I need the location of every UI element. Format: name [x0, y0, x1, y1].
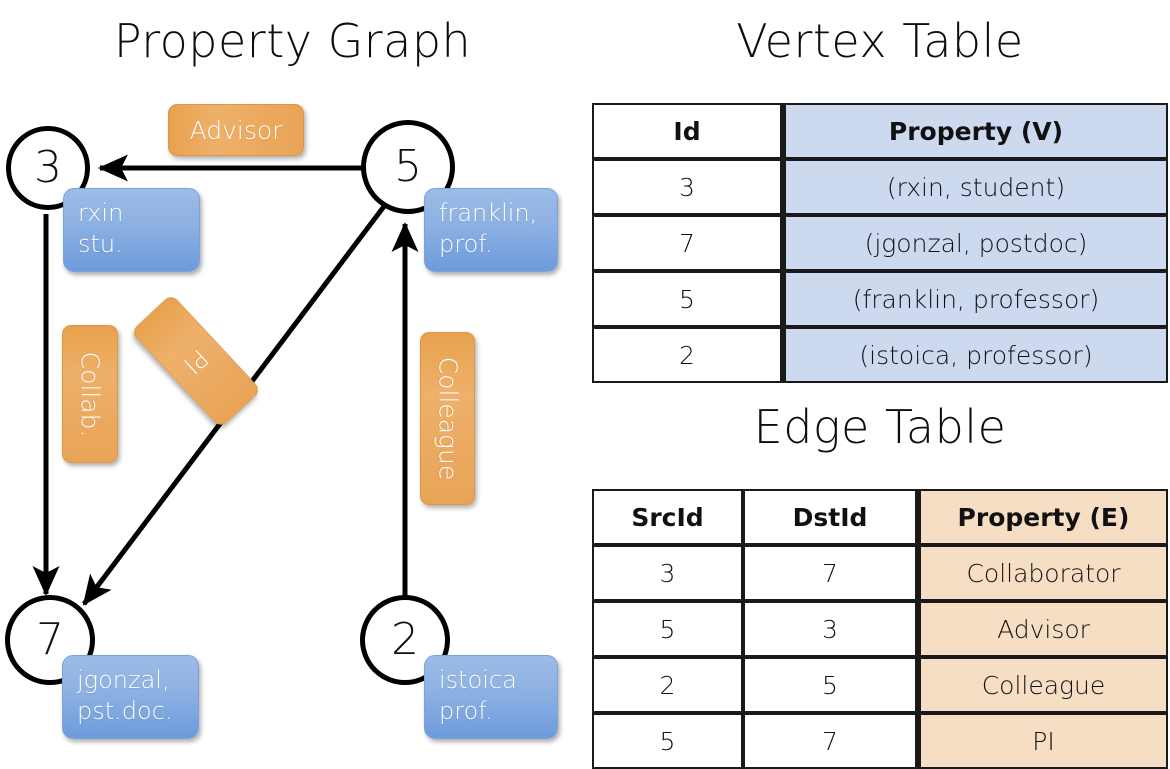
edge-row-3-dst: 7	[743, 713, 917, 769]
node-property-rxin-line1: rxin	[78, 199, 124, 227]
table-row: 2 5 Colleague	[592, 657, 1168, 713]
node-property-jgonzal-line2: pst.doc.	[77, 696, 173, 725]
edge-table-header-dstid: DstId	[743, 489, 917, 545]
table-row: 5 7 PI	[592, 713, 1168, 769]
vertex-row-3-property: (istoica, professor)	[782, 327, 1168, 383]
edge-row-2-src: 2	[592, 657, 743, 713]
node-property-box-jgonzal: jgonzal, pst.doc.	[62, 655, 199, 739]
node-property-istoica-line1: istoica	[439, 666, 517, 694]
vertex-table-header-row: Id Property (V)	[592, 103, 1168, 159]
edge-row-1-dst: 3	[743, 601, 917, 657]
vertex-row-1-property: (jgonzal, postdoc)	[782, 215, 1168, 271]
table-row: 2 (istoica, professor)	[592, 327, 1168, 383]
edge-row-0-property: Collaborator	[917, 545, 1168, 601]
property-graph-diagram: 3 5 7 2 rxin stu. franklin, prof. jgonza…	[0, 0, 585, 760]
edge-label-colleague-text: Colleague	[433, 356, 463, 481]
node-property-franklin-line1: franklin,	[439, 199, 538, 227]
edge-row-3-property: PI	[917, 713, 1168, 769]
vertex-row-2-id: 5	[592, 271, 782, 327]
edge-label-advisor-text: Advisor	[189, 115, 283, 145]
edge-label-pi-text: PI	[177, 342, 215, 380]
edge-row-2-property: Colleague	[917, 657, 1168, 713]
vertex-table-header-id: Id	[592, 103, 782, 159]
vertex-row-0-id: 3	[592, 159, 782, 215]
node-property-box-franklin: franklin, prof.	[424, 188, 558, 272]
table-row: 7 (jgonzal, postdoc)	[592, 215, 1168, 271]
vertex-table-header-property: Property (V)	[782, 103, 1168, 159]
graph-node-7-label: 7	[36, 614, 64, 665]
table-row: 3 (rxin, student)	[592, 159, 1168, 215]
node-property-rxin-line2: stu.	[78, 229, 123, 258]
edge-row-0-src: 3	[592, 545, 743, 601]
node-property-istoica-line2: prof.	[439, 696, 493, 725]
page-title-property-graph: Property Graph	[113, 14, 472, 68]
edge-row-1-src: 5	[592, 601, 743, 657]
edge-table-header-srcid: SrcId	[592, 489, 743, 545]
page-title-edge-table: Edge Table	[753, 400, 1007, 454]
edge-label-collab: Collab.	[62, 325, 118, 463]
edge-table: SrcId DstId Property (E) 3 7 Collaborato…	[592, 489, 1168, 769]
edge-label-advisor: Advisor	[168, 104, 304, 156]
graph-node-5[interactable]: 5	[361, 120, 455, 214]
edge-label-collab-text: Collab.	[75, 351, 105, 437]
vertex-row-0-property: (rxin, student)	[782, 159, 1168, 215]
graph-node-5-label: 5	[394, 141, 422, 192]
node-property-box-rxin: rxin stu.	[63, 188, 200, 272]
page-title-vertex-table: Vertex Table	[736, 14, 1024, 68]
node-property-box-istoica: istoica prof.	[424, 655, 558, 739]
edge-table-header-property: Property (E)	[917, 489, 1168, 545]
graph-node-3-label: 3	[34, 142, 62, 193]
edge-row-3-src: 5	[592, 713, 743, 769]
vertex-row-1-id: 7	[592, 215, 782, 271]
edge-row-1-property: Advisor	[917, 601, 1168, 657]
vertex-table: Id Property (V) 3 (rxin, student) 7 (jgo…	[592, 103, 1168, 383]
vertex-row-2-property: (franklin, professor)	[782, 271, 1168, 327]
node-property-jgonzal-line1: jgonzal,	[77, 666, 170, 694]
edge-row-2-dst: 5	[743, 657, 917, 713]
edge-label-colleague: Colleague	[420, 332, 475, 505]
graph-node-2-label: 2	[391, 614, 419, 665]
node-property-franklin-line2: prof.	[439, 229, 493, 258]
table-row: 3 7 Collaborator	[592, 545, 1168, 601]
graph-node-2[interactable]: 2	[360, 595, 450, 685]
table-row: 5 3 Advisor	[592, 601, 1168, 657]
vertex-row-3-id: 2	[592, 327, 782, 383]
edge-table-header-row: SrcId DstId Property (E)	[592, 489, 1168, 545]
table-row: 5 (franklin, professor)	[592, 271, 1168, 327]
edge-row-0-dst: 7	[743, 545, 917, 601]
